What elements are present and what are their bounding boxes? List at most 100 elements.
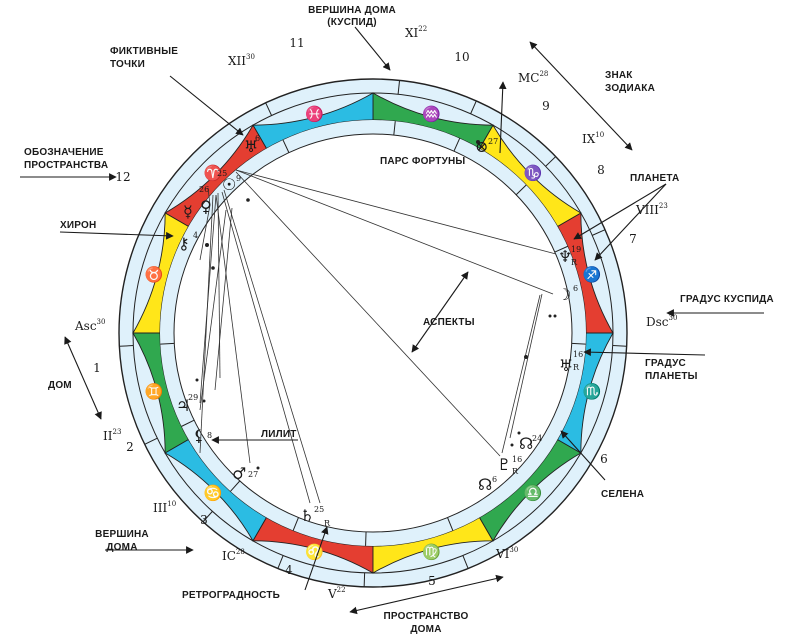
- zodiac-glyph: ♏: [582, 383, 601, 401]
- cusp-tick-outer: [397, 80, 401, 95]
- svg-text:27: 27: [248, 470, 258, 479]
- svg-text:☊: ☊: [478, 475, 492, 494]
- zodiac-glyph: ♎: [524, 484, 543, 502]
- svg-text:R: R: [571, 258, 578, 267]
- aspect-markers: [195, 140, 557, 470]
- selena-label: СЕЛЕНА: [601, 489, 644, 500]
- zodiac-glyph: ♉: [145, 265, 164, 283]
- fortune-glyph: ⊗27: [475, 137, 498, 156]
- svg-text:27: 27: [488, 137, 498, 146]
- svg-text:29: 29: [188, 393, 198, 402]
- svg-text:♅: ♅: [244, 137, 258, 156]
- svg-text:♃: ♃: [176, 396, 190, 415]
- svg-text:♅: ♅: [559, 356, 573, 375]
- cusp-tick-inner: [453, 138, 461, 152]
- callout-arrows: [20, 26, 764, 615]
- cusp-tick-outer: [265, 102, 273, 116]
- svg-text:R: R: [573, 363, 580, 372]
- zodiac-outer-border: [132, 92, 614, 574]
- chiron-glyph: ⚷4: [178, 231, 198, 253]
- cusp-label-vi: VI30: [495, 546, 518, 561]
- zodiac-sign-label: ЗНАК: [605, 70, 633, 81]
- fortune-label: ПАРС ФОРТУНЫ: [380, 156, 465, 167]
- house-number: 5: [428, 574, 436, 588]
- svg-text:6: 6: [573, 284, 578, 293]
- svg-text:8: 8: [207, 431, 212, 440]
- uranus-glyph: ♅16R: [559, 350, 583, 375]
- chiron-label: ХИРОН: [60, 220, 96, 231]
- mars-glyph: ♂27: [232, 464, 258, 483]
- cusp-tick-outer: [119, 345, 134, 347]
- cusp-tick-inner: [181, 419, 195, 427]
- svg-text:⊗: ⊗: [475, 137, 488, 156]
- cusp-tick-outer: [277, 555, 284, 569]
- zodiac-glyph: ♍: [422, 543, 441, 561]
- saturn-glyph: ♄25R: [300, 505, 331, 528]
- jupiter-glyph: ♃29: [176, 393, 198, 415]
- pluto-glyph: ♇16R: [497, 455, 522, 476]
- house-number: 6: [600, 452, 608, 466]
- house-number: 4: [285, 563, 293, 577]
- house-number: 12: [115, 170, 130, 184]
- svg-text:16: 16: [512, 455, 522, 464]
- svg-text:25: 25: [217, 169, 227, 178]
- house-number: 11: [289, 36, 304, 50]
- fictive-points-label-2: ТОЧКИ: [110, 59, 145, 70]
- svg-text:♄: ♄: [300, 506, 314, 525]
- zodiac-glyph: ♊: [145, 383, 164, 401]
- cusp-tick-outer: [470, 100, 477, 114]
- zodiac-glyph: ♑: [524, 164, 543, 182]
- house-label: ДОМ: [48, 380, 72, 391]
- cusp-vertex-label: ВЕРШИНА ДОМА: [308, 5, 396, 16]
- moon-glyph: ☽6: [557, 284, 578, 304]
- cusp-label-asc: Asc30: [74, 318, 105, 333]
- node-glyph: ☊6: [478, 475, 497, 494]
- cusp-tick-outer: [545, 156, 557, 167]
- house-number: 10: [454, 50, 469, 64]
- cusp-label-ii: II23: [103, 428, 121, 443]
- svg-text:♀: ♀: [200, 197, 212, 216]
- cusp-tick-inner: [282, 139, 290, 153]
- svg-text:26: 26: [199, 185, 209, 194]
- zodiac-glyph: ♈: [203, 164, 222, 182]
- svg-text:♆: ♆: [558, 247, 572, 266]
- cusp-tick-inner: [160, 342, 175, 345]
- svg-text:♂: ♂: [232, 464, 246, 483]
- house-number: 3: [200, 513, 208, 527]
- cusp-tick-inner: [515, 184, 527, 196]
- svg-text:R: R: [324, 519, 331, 528]
- svg-text:☉: ☉: [222, 175, 236, 194]
- svg-text:☿: ☿: [183, 202, 193, 221]
- house-space-label-2: ДОМА: [410, 624, 441, 634]
- mercury-glyph: ☿ 26: [183, 185, 209, 221]
- svg-text:19: 19: [571, 245, 581, 254]
- cusp-label-ic: IC28: [222, 548, 245, 563]
- svg-text:16: 16: [573, 350, 583, 359]
- house-vertex-label-2: ДОМА: [106, 542, 137, 553]
- fictive-point-glyph: ♅6: [244, 134, 260, 156]
- wheel-rings: [118, 78, 628, 588]
- cusp-label-v: V22: [327, 586, 346, 601]
- planet-label: ПЛАНЕТА: [630, 173, 679, 184]
- callout-labels: ВЕРШИНА ДОМА (КУСПИД) ФИКТИВНЫЕ ТОЧКИ ОБ…: [24, 5, 774, 634]
- planet-degree-label: ГРАДУС: [645, 358, 686, 369]
- zodiac-glyph: ♌: [305, 543, 324, 561]
- planet-glyphs: ☉9 ♀25 ☿26 ⚷4 ♅6 ⊗27 ♆19R ☽6 ♅16R ☊24 ♇1…: [176, 134, 583, 528]
- svg-text:9: 9: [236, 174, 241, 183]
- space-mark-label-2: ПРОСТРАНСТВА: [24, 160, 108, 171]
- house-number: 7: [629, 232, 637, 246]
- zodiac-glyph: ♐: [582, 265, 601, 283]
- zodiac-glyph: ♒: [422, 105, 441, 123]
- lilith-glyph: ⚸8: [193, 426, 212, 445]
- house-number: 2: [126, 440, 134, 454]
- zodiac-glyph: ♓: [305, 105, 324, 123]
- cusp-tick-inner: [447, 517, 454, 531]
- zodiac-sign-label-2: ЗОДИАКА: [605, 83, 655, 94]
- cusp-tick-inner: [393, 121, 396, 136]
- svg-text:24: 24: [532, 434, 542, 443]
- sun-glyph: ☉9: [222, 174, 241, 194]
- cusp-tick-inner: [571, 342, 586, 345]
- svg-text:4: 4: [193, 231, 198, 240]
- cusp-tick-outer: [612, 345, 627, 347]
- svg-text:R: R: [512, 467, 519, 476]
